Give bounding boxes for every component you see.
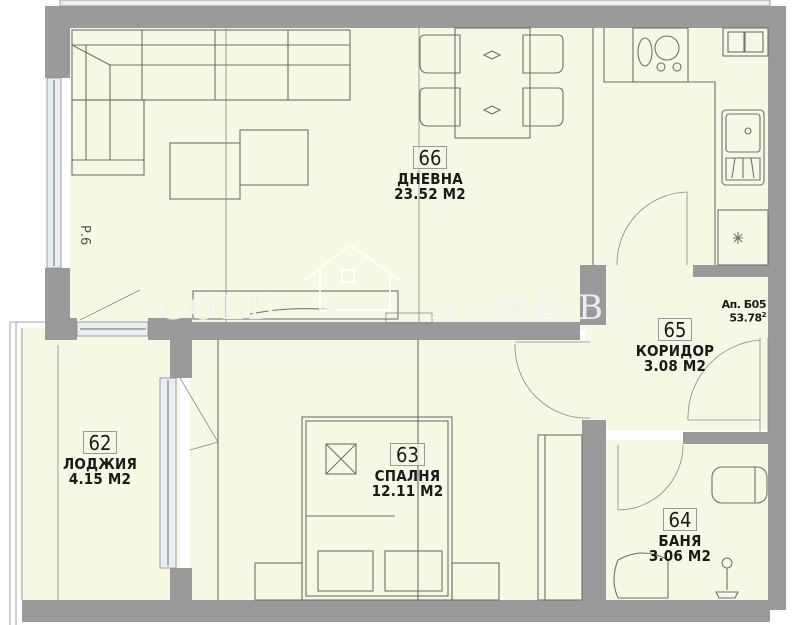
kitchen-door-swing — [616, 191, 688, 266]
room-area: 3.06 М2 — [648, 547, 712, 565]
room-name: ЛОДЖИЯ — [62, 455, 138, 473]
corridor-floor — [585, 280, 770, 430]
bedroom-door-swing — [514, 341, 591, 419]
room-area: 12.11 М2 — [371, 482, 444, 500]
room-label-bathroom: 64 БАНЯ 3.06 М2 — [640, 508, 720, 564]
room-name: ДНЕВНА — [397, 170, 463, 188]
watermark-house-icon — [304, 243, 401, 311]
living-room-floor — [70, 28, 770, 330]
room-number: 62 — [82, 431, 118, 454]
top-window-strip — [59, 0, 771, 7]
bathroom-fixtures — [613, 466, 768, 599]
entrance-door-swing — [687, 338, 769, 432]
room-number: 64 — [662, 508, 698, 531]
room-label-corridor: 65 КОРИДОР 3.08 М2 — [625, 318, 725, 374]
room-area: 4.15 М2 — [68, 470, 132, 488]
bathroom-door-swing — [617, 444, 684, 511]
apartment-info: Ап. Б05 53.782 — [700, 298, 767, 325]
room-name: КОРИДОР — [635, 342, 715, 360]
apartment-number: Ап. Б05 — [721, 298, 767, 311]
room-number: 63 — [390, 443, 425, 466]
watermark-right: HOME.BG — [430, 288, 639, 328]
dining-set — [419, 27, 564, 139]
tv-stand — [192, 290, 399, 320]
radiator — [385, 312, 433, 324]
loggia-floor — [20, 328, 180, 600]
apartment-area: 53.782 — [729, 311, 766, 325]
room-label-living: 66 ДНЕВНА 23.52 М2 — [380, 146, 480, 202]
wardrobe — [537, 434, 583, 601]
walls — [22, 6, 786, 622]
room-name: СПАЛНЯ — [374, 467, 441, 485]
loggia-railing — [9, 321, 59, 625]
watermark-left: GOLD — [158, 288, 279, 328]
room-number: 66 — [412, 146, 448, 169]
bedroom-floor — [190, 340, 585, 602]
bed — [217, 340, 500, 601]
room-area: 23.52 М2 — [394, 185, 466, 203]
room-name: БАНЯ — [658, 532, 702, 550]
room-number: 65 — [657, 318, 693, 341]
left-window — [46, 77, 62, 269]
room-area: 3.08 М2 — [643, 357, 707, 375]
room-label-loggia: 62 ЛОДЖИЯ 4.15 М2 — [50, 431, 150, 487]
room-label-bedroom: 63 СПАЛНЯ 12.11 М2 — [360, 443, 455, 499]
coffee-table-2 — [239, 129, 309, 186]
sofa — [71, 29, 351, 176]
loggia-balcony-door — [76, 289, 219, 569]
kitchen-counter — [592, 27, 769, 266]
window-mark-label: Р.6 — [77, 225, 92, 246]
